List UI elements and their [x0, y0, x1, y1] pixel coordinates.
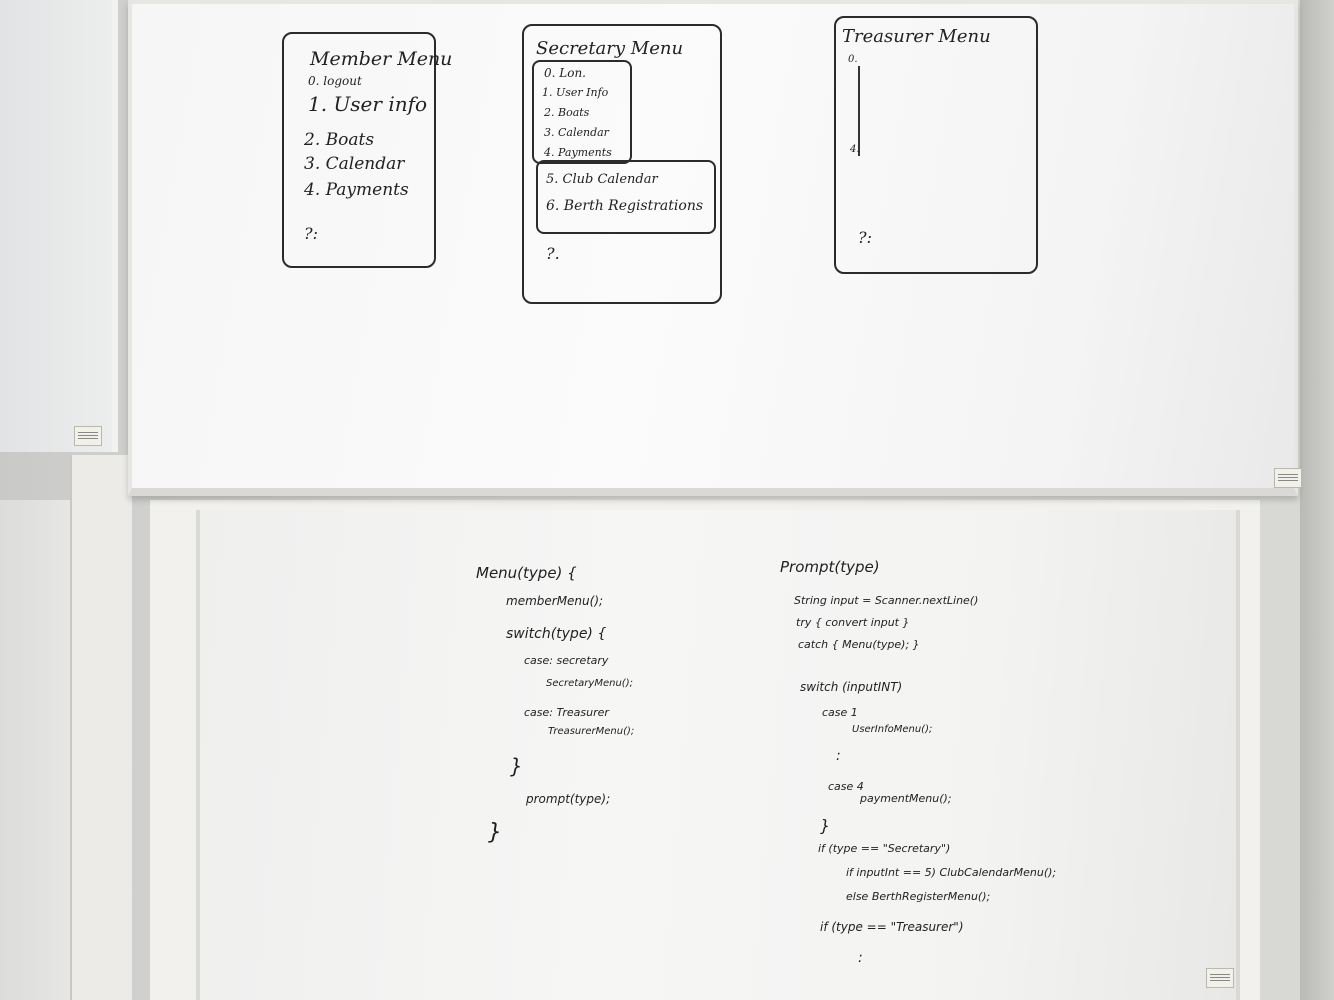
member-menu-prompt: ?: [304, 224, 318, 243]
prompt-code-line: Prompt(type) [780, 558, 880, 576]
prompt-code-line: case 4 [828, 780, 864, 793]
prompt-code-line: } [820, 816, 831, 835]
member-menu-item: 3. Calendar [304, 154, 405, 174]
menu-code-line: SecretaryMenu(); [546, 678, 633, 689]
secretary-menu-item: 2. Boats [544, 106, 590, 119]
prompt-code-line: : [858, 950, 863, 966]
member-menu-title: Member Menu [310, 48, 453, 70]
treasurer-menu-range-line [858, 66, 860, 156]
secretary-menu-item: 4. Payments [544, 146, 612, 159]
menu-code-line: Menu(type) { [476, 564, 577, 582]
prompt-code-line: paymentMenu(); [860, 792, 952, 805]
board-label-sticker [1206, 968, 1234, 988]
prompt-code-line: try { convert input } [796, 616, 910, 629]
secretary-shared-items-box: 0. Lon. 1. User Info 2. Boats 3. Calenda… [532, 60, 632, 164]
menu-code-line: memberMenu(); [506, 594, 604, 608]
member-menu-item: 0. logout [308, 74, 362, 88]
prompt-code-line: : [836, 748, 841, 764]
member-menu-box: Member Menu 0. logout 1. User info 2. Bo… [282, 32, 452, 268]
menu-code-line: } [488, 820, 502, 845]
menu-code-line: switch(type) { [506, 626, 607, 642]
prompt-code-line: catch { Menu(type); } [798, 638, 920, 651]
secretary-menu-item: 6. Berth Registrations [546, 198, 704, 214]
menu-code-line: case: secretary [524, 654, 609, 667]
secretary-menu-item: 1. User Info [542, 86, 609, 99]
member-menu-item: 1. User info [308, 92, 428, 116]
menu-code-line: TreasurerMenu(); [548, 726, 635, 737]
prompt-code-line: String input = Scanner.nextLine() [794, 594, 979, 607]
menu-code-line: case: Treasurer [524, 706, 609, 719]
secretary-menu-item: 0. Lon. [544, 66, 586, 80]
prompt-code-line: if inputInt == 5) ClubCalendarMenu(); [846, 866, 1057, 879]
wall-right [1300, 0, 1334, 1000]
prompt-code-line: else BerthRegisterMenu(); [846, 890, 991, 903]
treasurer-menu-start: 0. [848, 54, 858, 65]
prompt-code-line: switch (inputINT) [800, 680, 903, 694]
board-label-sticker [1274, 468, 1302, 488]
menu-code-line: } [510, 754, 523, 778]
side-whiteboard-upper [0, 0, 118, 452]
member-menu-item: 4. Payments [304, 180, 409, 200]
prompt-code-line: if (type == "Treasurer") [820, 920, 964, 934]
secretary-menu-box: Secretary Menu 0. Lon. 1. User Info 2. B… [522, 24, 722, 304]
prompt-code-line: case 1 [822, 706, 858, 719]
prompt-code-line: if (type == "Secretary") [818, 842, 951, 855]
secretary-extra-items-box: 5. Club Calendar 6. Berth Registrations [536, 160, 716, 234]
board-rail [70, 455, 132, 1000]
prompt-code-line: UserInfoMenu(); [852, 724, 933, 735]
upper-whiteboard: Member Menu 0. logout 1. User info 2. Bo… [128, 0, 1302, 496]
menu-code-line: prompt(type); [526, 792, 611, 806]
member-menu-item: 2. Boats [304, 130, 375, 150]
secretary-menu-item: 3. Calendar [544, 126, 609, 139]
treasurer-menu-box: Treasurer Menu 0. 4. ?: [834, 16, 1038, 274]
treasurer-menu-end: 4. [850, 144, 860, 155]
secretary-menu-item: 5. Club Calendar [546, 172, 658, 187]
lower-whiteboard: Menu(type) { memberMenu(); switch(type) … [196, 510, 1240, 1000]
treasurer-menu-title: Treasurer Menu [842, 26, 991, 47]
board-label-sticker [74, 426, 102, 446]
treasurer-menu-prompt: ?: [858, 228, 872, 247]
side-whiteboard-lower [0, 500, 76, 1000]
secretary-menu-prompt: ?. [546, 244, 560, 263]
secretary-menu-title: Secretary Menu [536, 38, 684, 59]
